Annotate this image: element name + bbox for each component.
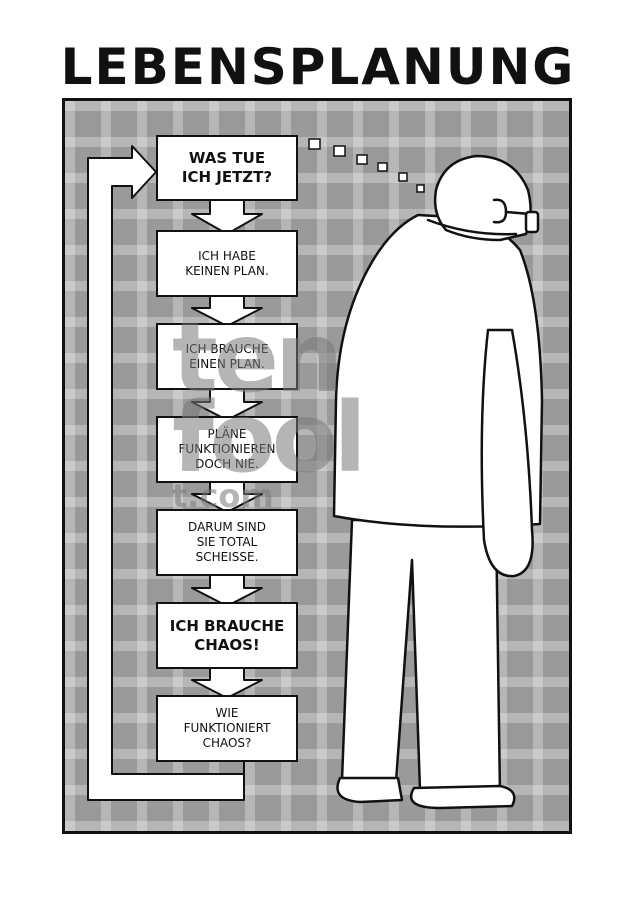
thought-bubbles (308, 138, 425, 193)
loop-arrow (87, 145, 245, 801)
flow-step-6: ICH BRAUCHE CHAOS! (156, 602, 298, 669)
flow-step-1: WAS TUE ICH JETZT? (156, 135, 298, 201)
man-figure (332, 154, 544, 810)
flow-step-3: ICH BRAUCHE EINEN PLAN. (156, 323, 298, 390)
flow-step-5: DARUM SIND SIE TOTAL SCHEISSE. (156, 509, 298, 576)
flow-step-4: PLÄNE FUNKTIONIEREN DOCH NIE. (156, 416, 298, 483)
comic-title: LEBENSPLANUNG (60, 38, 576, 96)
flow-step-7: WIE FUNKTIONIERT CHAOS? (156, 695, 298, 762)
flow-step-2: ICH HABE KEINEN PLAN. (156, 230, 298, 297)
flow-arrows (191, 199, 263, 699)
